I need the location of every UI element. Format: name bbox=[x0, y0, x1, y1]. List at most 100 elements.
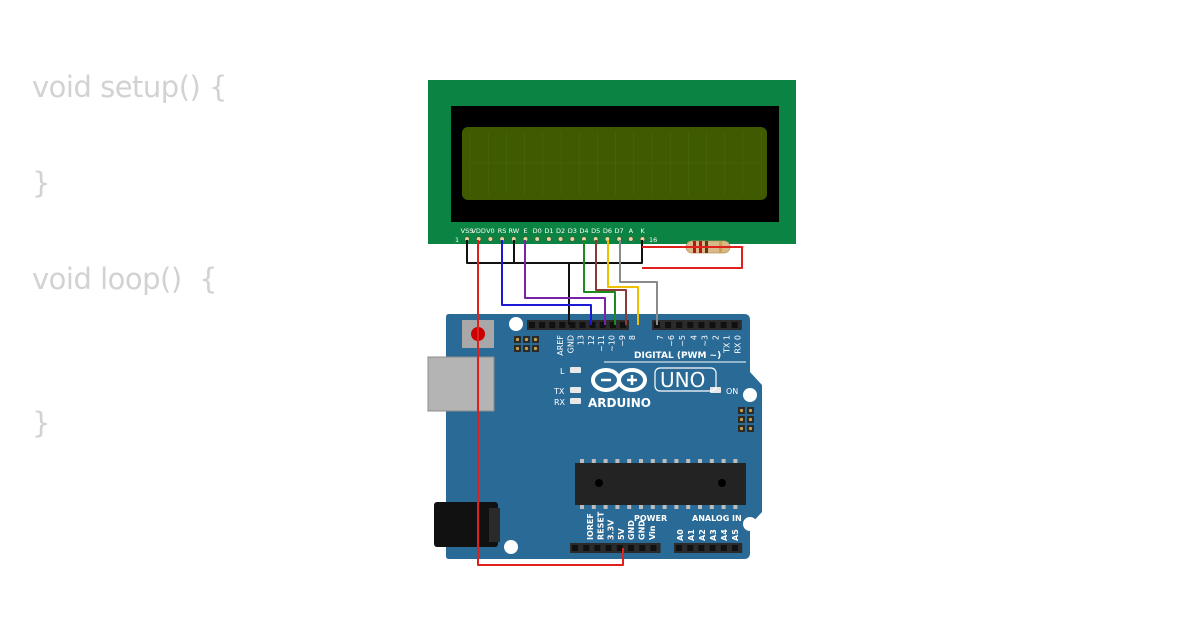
lcd-pin-first-label: 1 bbox=[455, 236, 459, 244]
digital-header-label: DIGITAL (PWM ~) bbox=[634, 351, 721, 361]
wire-d6[interactable] bbox=[607, 240, 639, 325]
icsp-header bbox=[514, 336, 539, 352]
lcd-pin-label: E bbox=[523, 227, 527, 235]
pin-label: GND bbox=[566, 335, 575, 353]
chip-leg bbox=[733, 505, 738, 509]
lcd-pin-label: A bbox=[629, 227, 634, 235]
code-editor[interactable]: void setup() { } void loop() { } bbox=[0, 0, 400, 630]
chip-leg bbox=[627, 505, 632, 509]
chip-leg bbox=[603, 505, 608, 509]
header-socket bbox=[709, 322, 716, 328]
pin-label: A0 bbox=[676, 529, 685, 541]
icsp-pin-dot bbox=[739, 417, 744, 422]
lcd-pin-label: D1 bbox=[544, 227, 553, 235]
power-header bbox=[570, 543, 661, 553]
icsp-header bbox=[738, 407, 754, 432]
led-rx bbox=[570, 398, 581, 404]
dc-power-jack bbox=[434, 502, 498, 547]
chip-leg bbox=[639, 505, 643, 509]
header-socket bbox=[589, 322, 596, 328]
led-on-label: ON bbox=[726, 387, 738, 396]
header-strip bbox=[527, 320, 629, 330]
usb-port bbox=[427, 356, 495, 412]
lcd-pin-label: D0 bbox=[533, 227, 542, 235]
lcd-pin-label: VDD bbox=[471, 227, 485, 235]
analog-header bbox=[674, 543, 743, 553]
header-socket bbox=[599, 322, 606, 328]
lcd-pin bbox=[487, 236, 494, 242]
wire-backlight[interactable] bbox=[642, 246, 743, 269]
chip-leg bbox=[686, 505, 691, 509]
wire-gnd-rail[interactable] bbox=[466, 240, 643, 264]
pin-label: ~11 bbox=[597, 335, 606, 352]
pin-label: RESET bbox=[596, 511, 605, 540]
analog-label: ANALOG IN bbox=[692, 514, 742, 523]
header-socket bbox=[720, 545, 727, 551]
chip-leg bbox=[721, 505, 726, 509]
lcd-pin-label: D2 bbox=[556, 227, 565, 235]
pin-label: ~9 bbox=[618, 335, 627, 347]
chip-leg bbox=[591, 459, 596, 463]
lcd-pin bbox=[569, 236, 575, 242]
pin-label: 8 bbox=[628, 335, 637, 340]
header-socket bbox=[594, 545, 601, 551]
header-socket bbox=[676, 545, 682, 551]
header-socket bbox=[572, 545, 578, 551]
icsp-pin-dot bbox=[533, 346, 538, 351]
pin-label: ~6 bbox=[667, 335, 676, 347]
icsp-pin-dot bbox=[748, 408, 753, 413]
lcd-character-grid bbox=[469, 132, 762, 195]
mounting-hole bbox=[504, 540, 518, 554]
lcd-pin-label: K bbox=[640, 227, 645, 235]
wire-enable[interactable] bbox=[524, 240, 606, 325]
chip-leg bbox=[733, 459, 738, 463]
wire-d5[interactable] bbox=[595, 240, 627, 325]
brand-label: ARDUINO bbox=[588, 396, 651, 410]
lcd-pin-label: D6 bbox=[603, 227, 612, 235]
lcd-pin-label: VSS bbox=[461, 227, 474, 235]
pin-label: A5 bbox=[731, 529, 740, 541]
digital-header-right bbox=[652, 320, 742, 330]
lcd-pin-label: D5 bbox=[591, 227, 600, 235]
lcd-pin bbox=[546, 236, 552, 242]
chip-leg bbox=[709, 505, 714, 509]
chip-leg bbox=[603, 459, 608, 463]
header-strip bbox=[570, 543, 661, 553]
header-socket bbox=[609, 322, 616, 328]
pin-label: Vin bbox=[648, 525, 657, 540]
wires[interactable] bbox=[466, 240, 743, 566]
lcd-pin-label: V0 bbox=[486, 227, 495, 235]
digital-header-left bbox=[527, 320, 629, 330]
icsp-pin-dot bbox=[515, 337, 520, 342]
pin-label: A2 bbox=[698, 529, 707, 541]
pin-label: AREF bbox=[556, 335, 565, 356]
chip-leg bbox=[674, 505, 679, 509]
pin-label: A3 bbox=[709, 529, 718, 541]
lcd-pin-label: D4 bbox=[579, 227, 588, 235]
icsp-pin-dot bbox=[739, 426, 744, 431]
lcd-pin bbox=[628, 236, 634, 242]
lcd-pin-label: RW bbox=[508, 227, 519, 235]
header-socket bbox=[665, 322, 672, 328]
wire-d4[interactable] bbox=[583, 240, 616, 325]
header-socket bbox=[687, 545, 694, 551]
lcd-pin-label: D7 bbox=[615, 227, 624, 235]
wire-5v[interactable] bbox=[477, 240, 624, 566]
pin-label: A1 bbox=[687, 529, 696, 541]
header-socket bbox=[650, 545, 657, 551]
wire-rs[interactable] bbox=[501, 240, 592, 325]
wire-d7[interactable] bbox=[619, 240, 658, 325]
mounting-hole bbox=[509, 317, 523, 331]
atmega-chip bbox=[575, 463, 746, 505]
arduino-logo-icon bbox=[591, 368, 647, 392]
pin-label: TX 1 bbox=[723, 335, 732, 354]
icsp-pin-dot bbox=[739, 408, 744, 413]
led-l bbox=[570, 367, 581, 373]
icsp-pin-dot bbox=[748, 426, 753, 431]
